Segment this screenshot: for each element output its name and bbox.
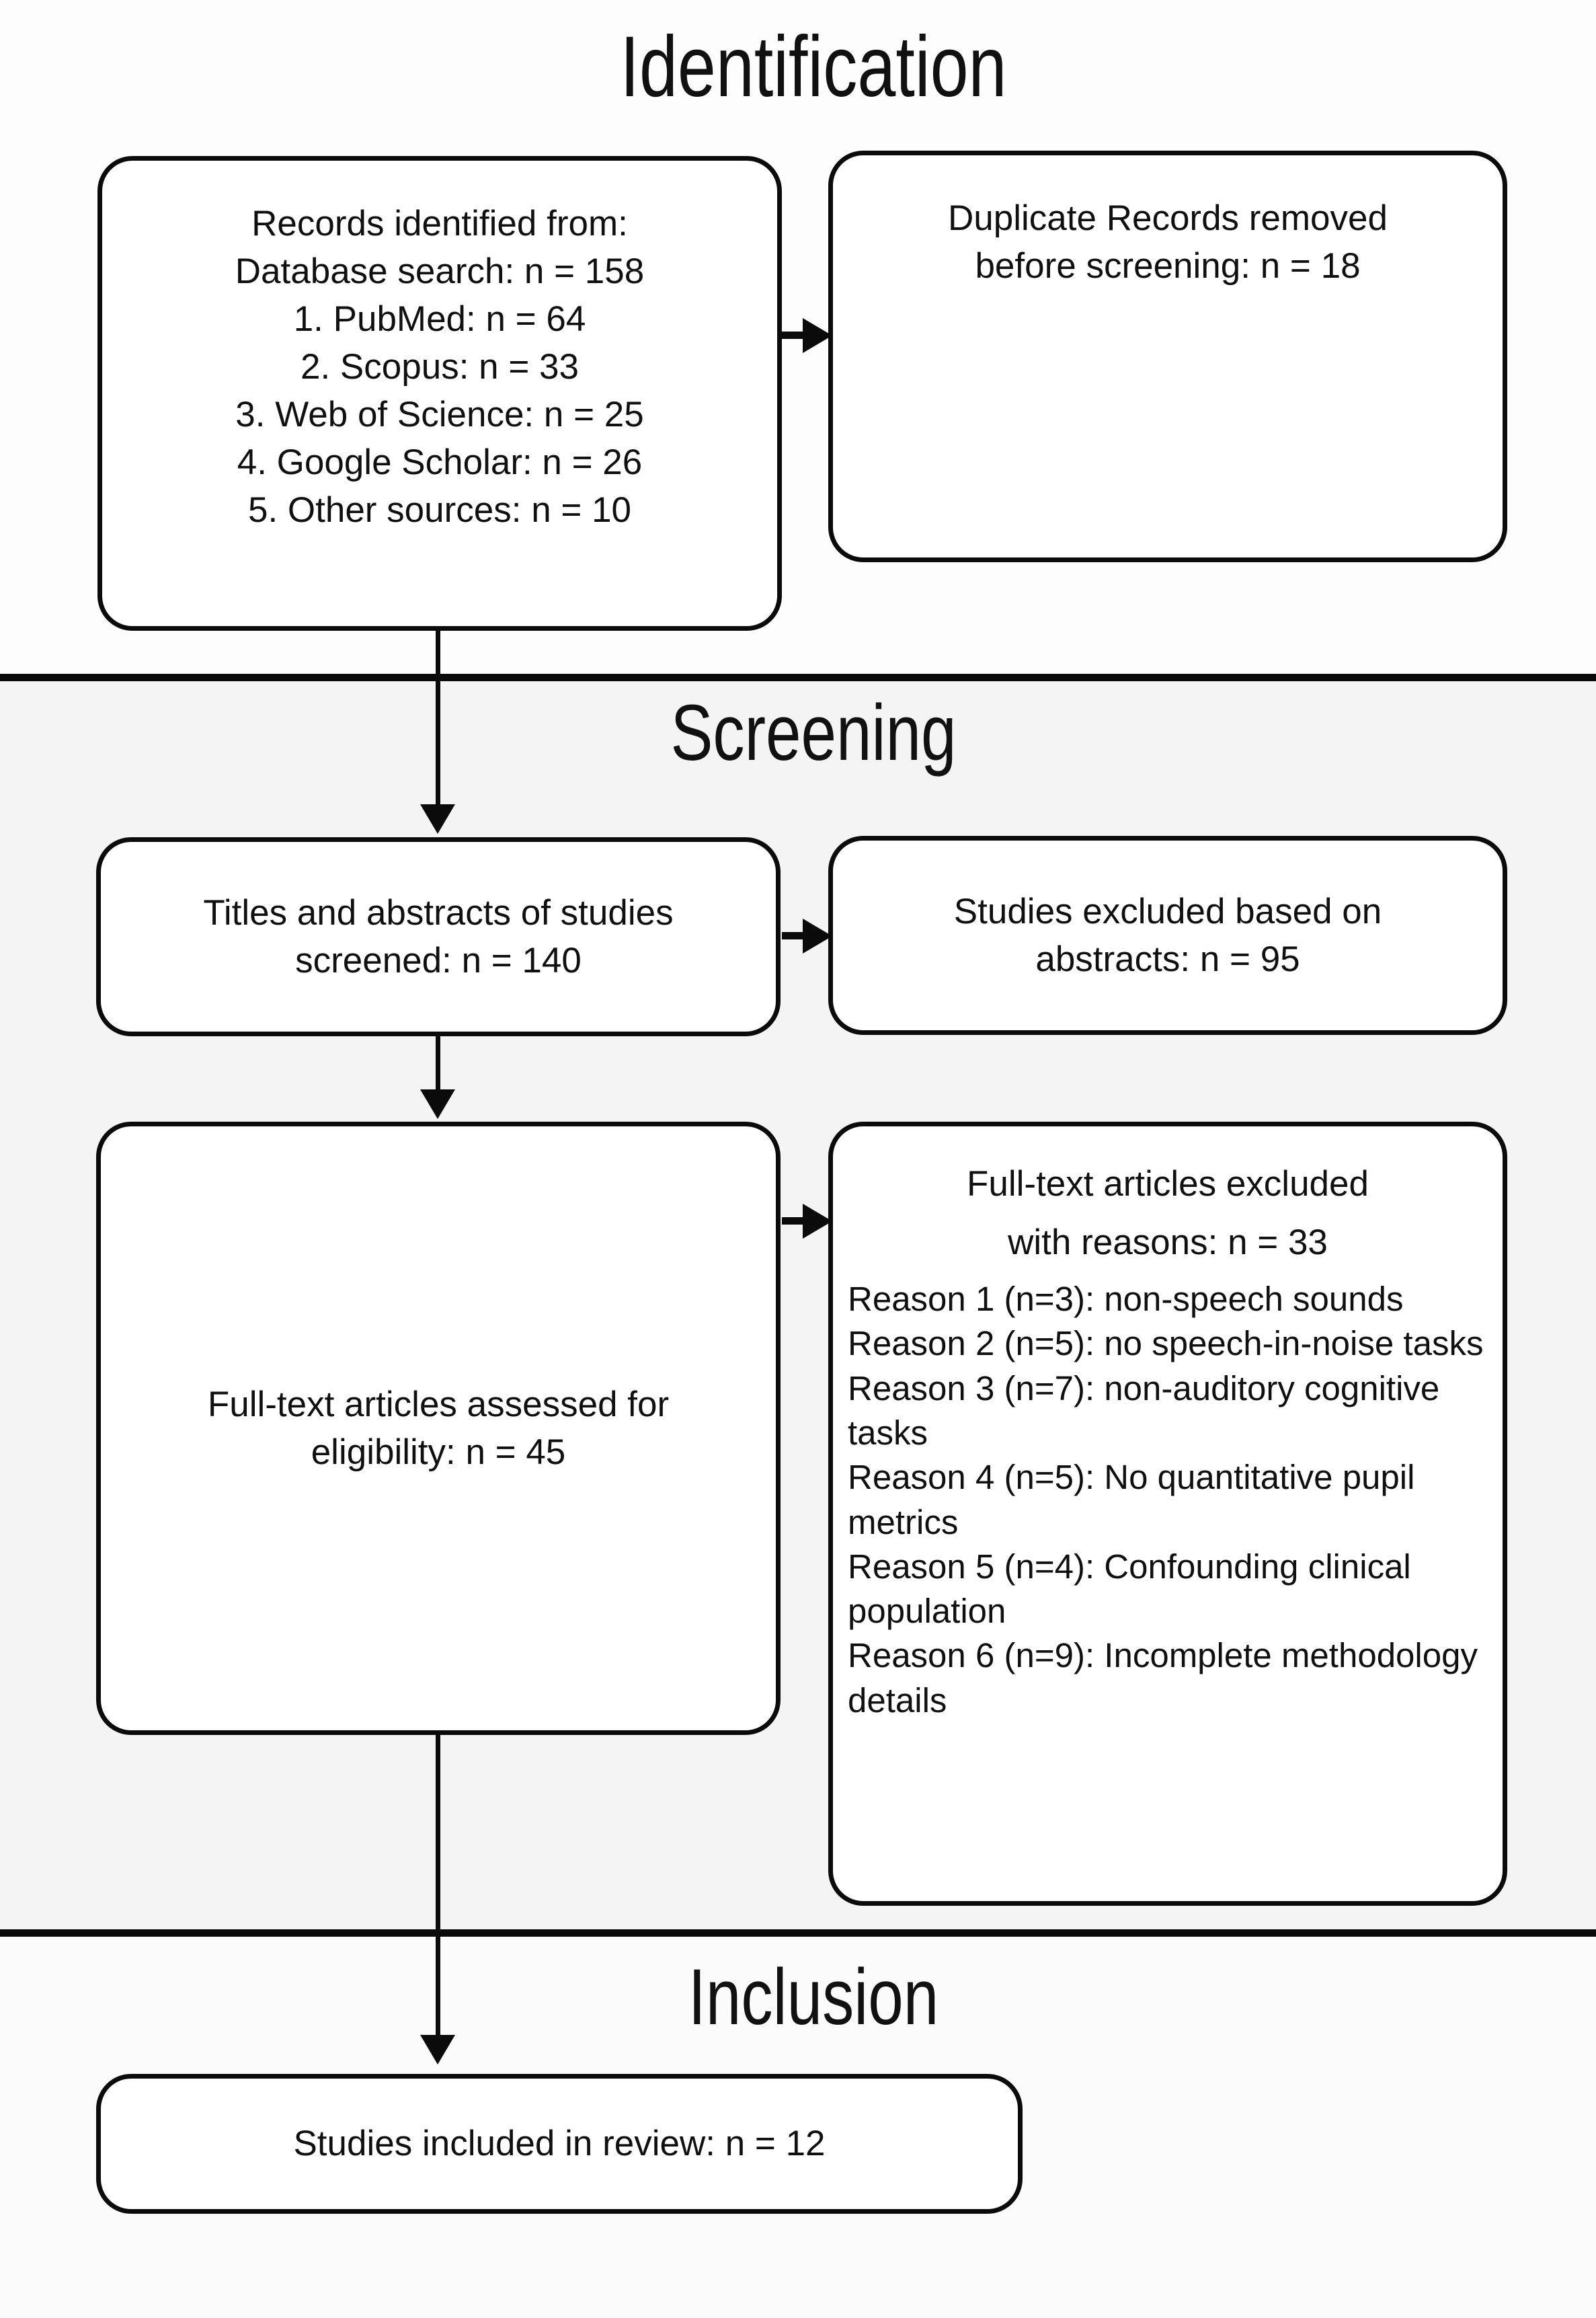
included-line1: Studies included in review: n = 12 <box>293 2124 826 2164</box>
excluded-reasons-head2: with reasons: n = 33 <box>1008 1223 1328 1263</box>
source-item-scopus: 2. Scopus: n = 33 <box>301 347 579 387</box>
excluded-abstracts-line1: Studies excluded based on <box>953 891 1382 931</box>
box-fulltext-excluded-reasons: Full-text articles excluded with reasons… <box>828 1122 1507 1906</box>
excluded-abstracts-line2: abstracts: n = 95 <box>1035 939 1300 979</box>
connector-screened-to-excluded-abstracts <box>782 932 806 939</box>
duplicates-line2: before screening: n = 18 <box>975 246 1361 286</box>
source-item-web-of-science: 3. Web of Science: n = 25 <box>235 395 644 435</box>
exclusion-reason-2: Reason 2 (n=5): no speech-in-noise tasks <box>848 1324 1484 1363</box>
arrow-right-icon-to-excluded-reasons <box>803 1204 832 1239</box>
connector-fulltext-to-included <box>436 1735 440 2038</box>
box-studies-included: Studies included in review: n = 12 <box>96 2074 1023 2214</box>
records-identified-line2: Database search: n = 158 <box>235 252 645 292</box>
exclusion-reason-3: Reason 3 (n=7): non-auditory cognitive t… <box>848 1368 1440 1452</box>
records-identified-source-list: 1. PubMed: n = 64 2. Scopus: n = 33 3. W… <box>102 295 777 534</box>
exclusion-reason-5: Reason 5 (n=4): Confounding clinical pop… <box>848 1547 1411 1631</box>
records-identified-line1: Records identified from: <box>251 204 628 243</box>
divider-identification-screening <box>0 674 1596 681</box>
screened-line1: Titles and abstracts of studies <box>203 892 674 933</box>
stage-title-inclusion: Inclusion <box>688 1953 939 2042</box>
source-item-google-scholar: 4. Google Scholar: n = 26 <box>237 442 643 483</box>
connector-fulltext-to-excluded-reasons <box>782 1217 806 1225</box>
connector-screened-to-fulltext <box>436 1036 440 1094</box>
divider-screening-inclusion <box>0 1929 1596 1937</box>
box-fulltext-assessed: Full-text articles assessed for eligibil… <box>96 1122 781 1735</box>
arrow-down-icon-to-screened <box>420 804 455 834</box>
stage-title-identification: Identification <box>620 19 1007 115</box>
arrow-down-icon-to-included <box>420 2035 455 2064</box>
connector-identified-to-screened <box>436 631 440 812</box>
arrow-right-icon-to-duplicates <box>803 318 832 353</box>
exclusion-reason-4: Reason 4 (n=5): No quantitative pupil me… <box>848 1458 1415 1541</box>
excluded-reasons-head1: Full-text articles excluded <box>967 1164 1369 1204</box>
fulltext-assessed-line2: eligibility: n = 45 <box>311 1432 566 1472</box>
stage-title-screening: Screening <box>670 689 957 777</box>
connector-identified-to-duplicates <box>782 332 806 339</box>
fulltext-assessed-line1: Full-text articles assessed for <box>207 1384 670 1424</box>
box-studies-excluded-abstracts: Studies excluded based on abstracts: n =… <box>828 836 1507 1035</box>
source-item-pubmed: 1. PubMed: n = 64 <box>293 299 586 340</box>
exclusion-reason-6: Reason 6 (n=9): Incomplete methodology d… <box>848 1636 1478 1720</box>
box-titles-abstracts-screened: Titles and abstracts of studies screened… <box>96 837 781 1036</box>
duplicates-line1: Duplicate Records removed <box>948 198 1388 238</box>
arrow-right-icon-to-excluded-abstracts <box>803 919 832 954</box>
arrow-down-icon-to-fulltext <box>420 1089 455 1119</box>
box-duplicate-records-removed: Duplicate Records removed before screeni… <box>828 151 1507 562</box>
exclusion-reason-1: Reason 1 (n=3): non-speech sounds <box>848 1280 1404 1319</box>
screened-line2: screened: n = 140 <box>295 941 582 980</box>
source-item-other-sources: 5. Other sources: n = 10 <box>247 490 632 531</box>
box-records-identified: Records identified from: Database search… <box>97 156 782 631</box>
